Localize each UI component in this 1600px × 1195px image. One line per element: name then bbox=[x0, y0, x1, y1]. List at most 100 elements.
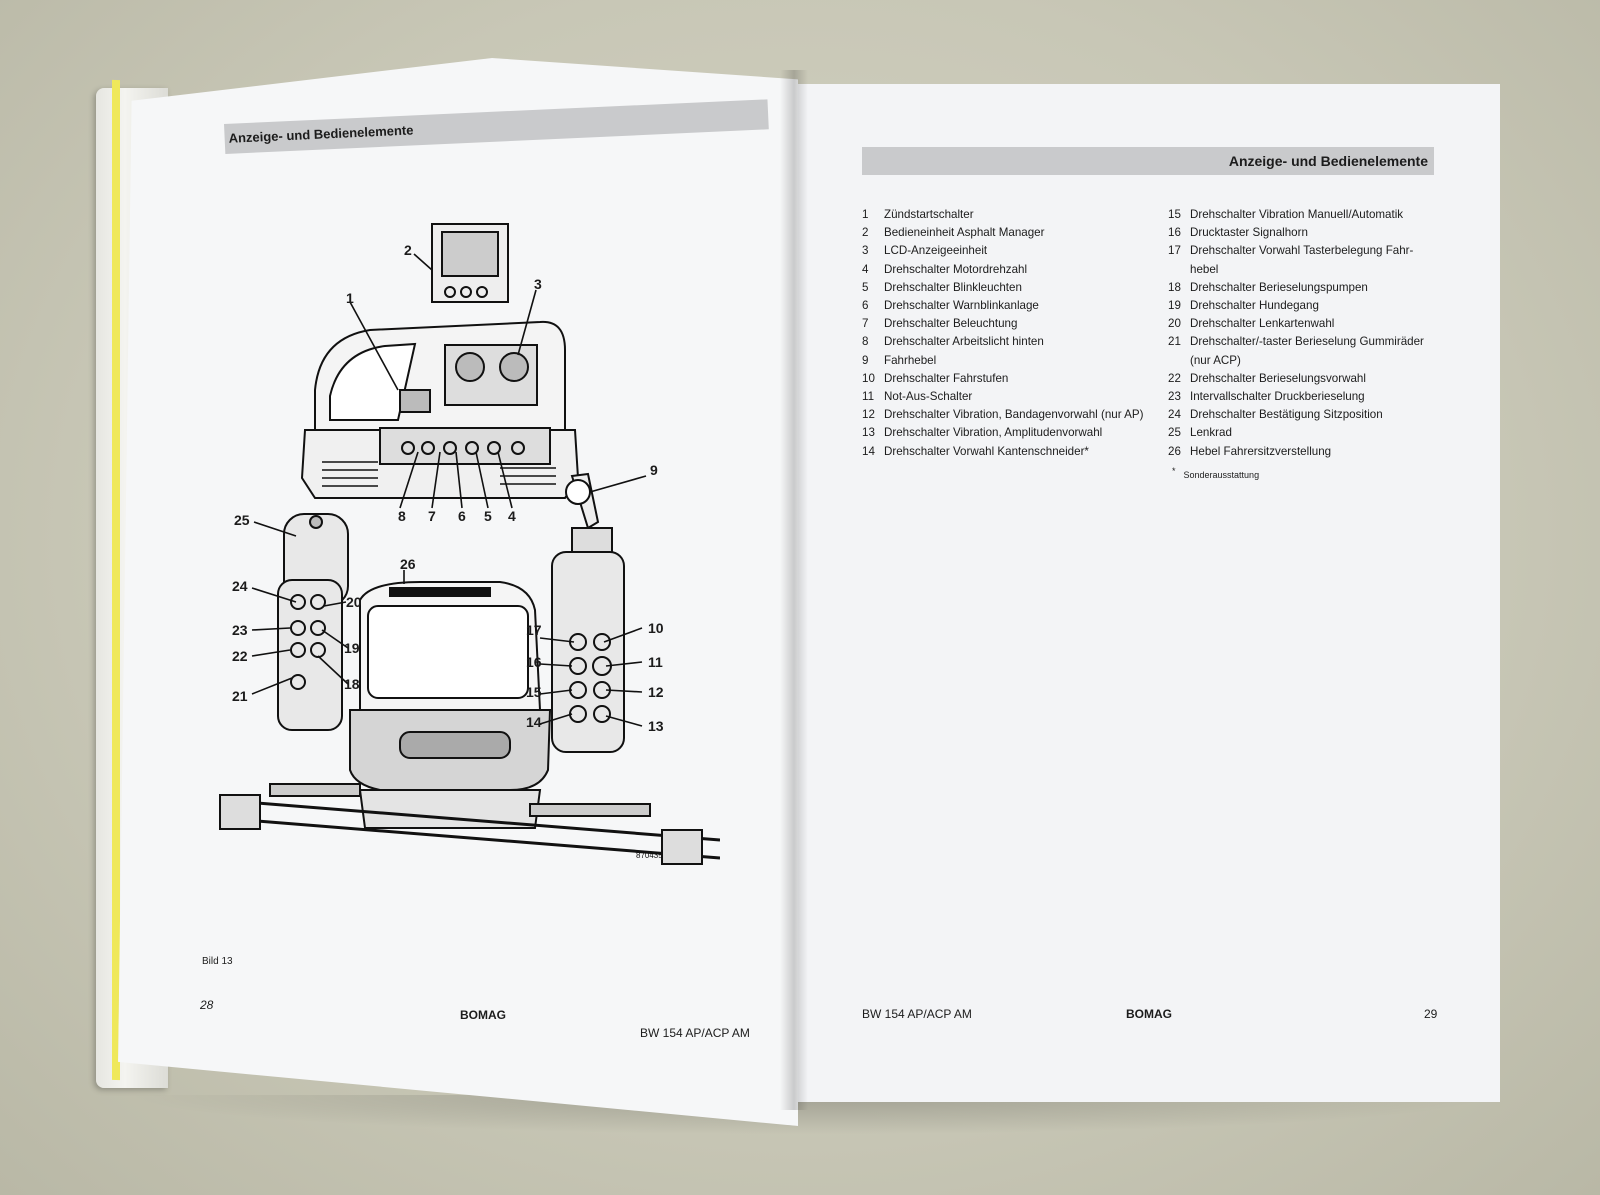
callout-25: 25 bbox=[234, 512, 250, 528]
legend-item-number: 15 bbox=[1168, 208, 1181, 221]
legend-item: 15 Drehschalter Vibration Manuell/Automat… bbox=[1168, 206, 1438, 224]
callout-7: 7 bbox=[428, 508, 436, 524]
legend-item-number: 14 bbox=[862, 444, 875, 458]
legend-item-number: 23 bbox=[1168, 390, 1181, 404]
legend-item-text: Intervallschalter Druckberieselung bbox=[1190, 390, 1365, 404]
legend-item: 7 Drehschalter Beleuchtung bbox=[862, 315, 1152, 333]
callout-10: 10 bbox=[648, 620, 664, 636]
legend-item-number: 12 bbox=[862, 408, 875, 422]
legend-item-text: Drehschalter Lenkartenwahl bbox=[1190, 317, 1335, 331]
legend-item-number: 5 bbox=[862, 280, 869, 294]
book-gutter bbox=[780, 70, 808, 1110]
legend-item-number: 16 bbox=[1168, 226, 1181, 240]
legend-item-number: 11 bbox=[862, 390, 875, 404]
legend-item-text: Drehschalter Vibration, Bandagenvorwahl … bbox=[884, 408, 1144, 422]
legend-item-text: Drehschalter Arbeitslicht hinten bbox=[884, 335, 1044, 349]
legend-item-text: Drehschalter Beleuchtung bbox=[884, 317, 1018, 331]
legend-item: 2 Bedieneinheit Asphalt Manager bbox=[862, 224, 1152, 242]
legend-item-text: Drucktaster Signalhorn bbox=[1190, 226, 1308, 240]
legend-item-number: 22 bbox=[1168, 371, 1181, 385]
callout-23: 23 bbox=[232, 622, 248, 638]
left-brand: BOMAG bbox=[460, 1008, 506, 1022]
callout-5: 5 bbox=[484, 508, 492, 524]
legend-item-text: Drehschalter Fahrstufen bbox=[884, 371, 1009, 385]
callout-17: 17 bbox=[526, 622, 542, 638]
legend-item-number: 3 bbox=[862, 244, 869, 258]
legend-item: 17 Drehschalter Vorwahl Tasterbelegung Fa… bbox=[1168, 242, 1438, 278]
legend-item: 20 Drehschalter Lenkartenwahl bbox=[1168, 315, 1438, 333]
legend-item-number: 25 bbox=[1168, 426, 1181, 440]
legend-item-number: 7 bbox=[862, 317, 869, 331]
legend-item-number: 19 bbox=[1168, 299, 1181, 313]
footnote-text: Sonderausstattung bbox=[1183, 470, 1260, 480]
right-model: BW 154 AP/ACP AM bbox=[862, 1007, 972, 1021]
left-page-number: 28 bbox=[200, 998, 214, 1012]
callout-26: 26 bbox=[400, 556, 416, 572]
legend-item-text: Bedieneinheit Asphalt Manager bbox=[884, 226, 1045, 240]
legend-item-number: 17 bbox=[1168, 244, 1181, 258]
legend-item-text: Drehschalter Hundegang bbox=[1190, 299, 1319, 313]
callout-13: 13 bbox=[648, 718, 664, 734]
right-header-bar: Anzeige- und Bedienelemente bbox=[862, 147, 1434, 175]
operator-platform-drawing: 870435 bbox=[219, 223, 720, 865]
right-brand: BOMAG bbox=[1126, 1007, 1172, 1021]
callout-9: 9 bbox=[650, 462, 658, 478]
callout-2: 2 bbox=[404, 242, 412, 258]
legend-item-text: Drehschalter Vibration Manuell/Automatik bbox=[1190, 208, 1404, 221]
callout-4: 4 bbox=[508, 508, 516, 524]
callout-14: 14 bbox=[526, 714, 542, 730]
callout-8: 8 bbox=[398, 508, 406, 524]
callout-18: 18 bbox=[344, 676, 360, 692]
legend-item: 10 Drehschalter Fahrstufen bbox=[862, 370, 1152, 388]
legend-item-text: Drehschalter Berieselungsvorwahl bbox=[1190, 371, 1366, 385]
right-page-number: 29 bbox=[1424, 1007, 1438, 1021]
legend-item: 12 Drehschalter Vibration, Bandagenvorwah… bbox=[862, 406, 1152, 424]
legend-item-number: 26 bbox=[1168, 444, 1181, 458]
legend-item-text: Drehschalter Warnblinkanlage bbox=[884, 299, 1039, 313]
legend-item-text: Drehschalter Vorwahl Tasterbelegung Fahr… bbox=[1190, 244, 1414, 276]
callout-22: 22 bbox=[232, 648, 248, 664]
legend-item-number: 2 bbox=[862, 226, 869, 240]
callout-6: 6 bbox=[458, 508, 466, 524]
legend-item-text: Drehschalter Berieselungspumpen bbox=[1190, 280, 1368, 294]
legend-item: 23 Intervallschalter Druckberieselung bbox=[1168, 388, 1438, 406]
legend-item-number: 18 bbox=[1168, 280, 1181, 294]
legend-item-text: Not-Aus-Schalter bbox=[884, 390, 973, 404]
callout-19: 19 bbox=[344, 640, 360, 656]
legend-item: 14 Drehschalter Vorwahl Kantenschneider* bbox=[862, 443, 1152, 461]
legend-item-text: Drehschalter Vorwahl Kantenschneider* bbox=[884, 444, 1089, 458]
legend-item-text: Drehschalter Blinkleuchten bbox=[884, 280, 1022, 294]
legend-item-number: 20 bbox=[1168, 317, 1181, 331]
legend-item: 16 Drucktaster Signalhorn bbox=[1168, 224, 1438, 242]
legend-item: 18 Drehschalter Berieselungspumpen bbox=[1168, 279, 1438, 297]
legend-item: 5 Drehschalter Blinkleuchten bbox=[862, 279, 1152, 297]
legend-item: 8 Drehschalter Arbeitslicht hinten bbox=[862, 333, 1152, 351]
callout-1: 1 bbox=[346, 290, 354, 306]
legend-item-text: Drehschalter Bestätigung Sitzposition bbox=[1190, 408, 1383, 422]
legend-item: 19 Drehschalter Hundegang bbox=[1168, 297, 1438, 315]
right-header-title: Anzeige- und Bedienelemente bbox=[1228, 153, 1428, 169]
legend-item-number: 10 bbox=[862, 371, 875, 385]
legend-item-number: 8 bbox=[862, 335, 869, 349]
legend-item-number: 13 bbox=[862, 426, 875, 440]
figure-code: 870435 bbox=[636, 851, 663, 860]
legend-item-text: Zündstartschalter bbox=[884, 208, 974, 221]
legend-column-right: 15 Drehschalter Vibration Manuell/Automat… bbox=[1168, 206, 1438, 461]
callout-12: 12 bbox=[648, 684, 664, 700]
callout-21: 21 bbox=[232, 688, 248, 704]
legend-item: 11 Not-Aus-Schalter bbox=[862, 388, 1152, 406]
legend-item: 22 Drehschalter Berieselungsvorwahl bbox=[1168, 370, 1438, 388]
legend-item-text: LCD-Anzeigeeinheit bbox=[884, 244, 988, 258]
footnote-mark: * bbox=[1172, 466, 1176, 476]
callout-11: 11 bbox=[648, 654, 663, 670]
yellow-page-edge bbox=[112, 79, 120, 1081]
legend-item-number: 4 bbox=[862, 262, 869, 276]
